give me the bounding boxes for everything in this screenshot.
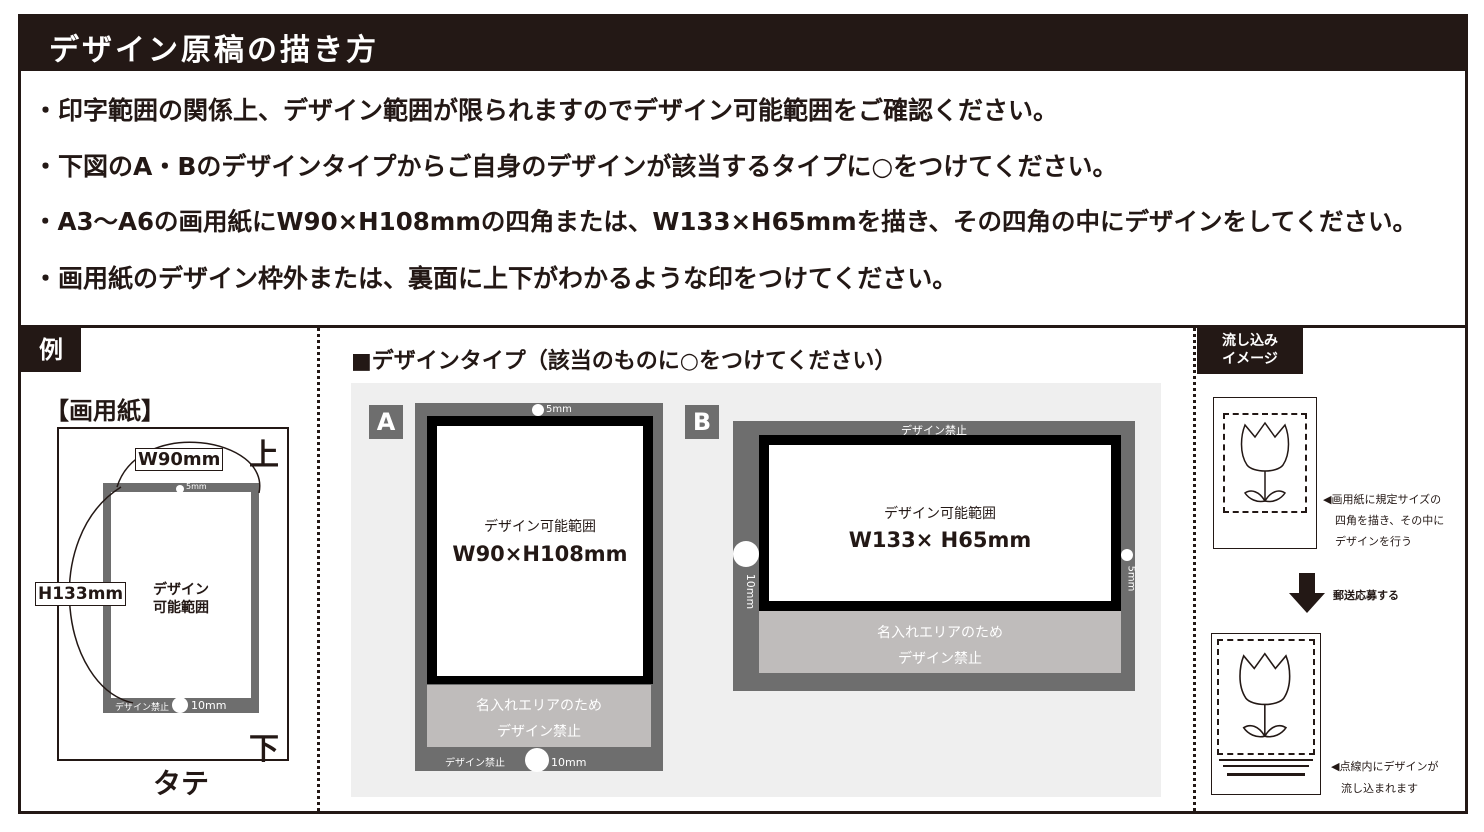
mail-label: 郵送応募する [1333, 589, 1399, 602]
type-a-top-marker [532, 404, 544, 416]
flow-tag-line1: 流し込み [1222, 333, 1278, 349]
page-title: デザイン原稿の描き方 [49, 33, 379, 68]
flow-step2-line2: 流し込まれます [1341, 782, 1418, 795]
type-b-name-line2: デザイン禁止 [898, 651, 982, 667]
flow-step1-line3: デザインを行う [1335, 535, 1412, 548]
type-a-letter: A [369, 405, 403, 439]
flow-step1-line2: 四角を描き、その中に [1335, 514, 1445, 527]
instruction-1: ・印字範囲の関係上、デザイン範囲が限られますのでデザイン可能範囲をご確認ください… [33, 96, 1059, 125]
flow-dashed-area-2 [1217, 639, 1315, 755]
bottom-margin-marker [172, 697, 188, 713]
type-b-forbidden-top: デザイン禁止 [901, 424, 967, 437]
height-label: H133mm [35, 582, 127, 606]
address-line-1 [1219, 759, 1313, 761]
type-b-right-marker [1121, 549, 1133, 561]
type-b-letter: B [685, 405, 719, 439]
title-bar: デザイン原稿の描き方 [21, 17, 1465, 71]
example-area-label-2: 可能範囲 [153, 600, 209, 616]
type-a-name-area [427, 685, 651, 747]
flow-tag-line2: イメージ [1222, 351, 1278, 367]
flow-step1-line1: ◀画用紙に規定サイズの [1323, 493, 1442, 506]
measure-arcs [68, 441, 261, 704]
down-arrow-icon [1289, 573, 1325, 613]
type-a-bottom-margin: 10mm [551, 756, 587, 769]
type-b-design-area [769, 445, 1111, 601]
type-a-size: W90×H108mm [452, 542, 628, 566]
type-a-name-line2: デザイン禁止 [497, 724, 581, 740]
address-line-3 [1227, 773, 1305, 776]
type-b-size: W133× H65mm [848, 528, 1032, 552]
type-a-name-line1: 名入れエリアのため [476, 698, 602, 714]
width-label: W90mm [135, 448, 224, 471]
paper-label: 【画用紙】 [45, 397, 165, 425]
flow-paper-2 [1211, 633, 1321, 795]
type-a-forbidden: デザイン禁止 [445, 758, 505, 769]
type-b-left-margin: 10mm [744, 573, 758, 610]
flow-dashed-area-1 [1223, 413, 1307, 513]
type-a-top-margin: 5mm [546, 404, 572, 415]
instruction-4: ・画用紙のデザイン枠外または、裏面に上下がわかるような印をつけてください。 [33, 264, 958, 293]
design-guide-frame: デザイン原稿の描き方 ・印字範囲の関係上、デザイン範囲が限られますのでデザイン可… [18, 14, 1468, 814]
tulip-icon [1240, 421, 1290, 503]
flow-step2-line1: ◀点線内にデザインが [1331, 760, 1439, 773]
bottom-margin-label: 10mm [191, 699, 227, 712]
type-a-area-label: デザイン可能範囲 [484, 519, 596, 535]
instruction-3: ・A3〜A6の画用紙にW90×H108mmの四角または、W133×H65mmを描… [33, 207, 1418, 236]
flow-tag: 流し込み イメージ [1197, 328, 1303, 374]
flow-paper-1 [1213, 397, 1317, 549]
example-forbidden-label: デザイン禁止 [115, 703, 170, 713]
column-divider-left [317, 328, 320, 811]
example-tag: 例 [21, 328, 81, 372]
type-b-left-marker [733, 541, 759, 567]
column-divider-right [1193, 328, 1196, 811]
tulip-icon-2 [1239, 652, 1291, 738]
instruction-2: ・下図のA・Bのデザインタイプからご自身のデザインが該当するタイプに○をつけてく… [33, 152, 1118, 181]
top-mark: 上 [249, 438, 279, 473]
address-line-2 [1223, 765, 1309, 767]
type-a-design-area [437, 426, 643, 676]
paper-design-area [111, 492, 251, 698]
section-divider [21, 325, 1465, 328]
bottom-mark: 下 [249, 732, 279, 767]
type-b-name-line1: 名入れエリアのため [877, 625, 1003, 641]
type-a-bottom-marker [525, 748, 549, 772]
type-b-area-label: デザイン可能範囲 [884, 506, 996, 522]
example-area-label-1: デザイン [153, 582, 209, 598]
top-margin-marker [176, 485, 184, 493]
types-heading: ■デザインタイプ（該当のものに○をつけてください） [351, 349, 897, 374]
top-margin-label: 5mm [186, 482, 207, 491]
type-b-right-margin: 5mm [1125, 565, 1137, 592]
type-b-name-area [759, 611, 1121, 673]
orientation-label: タテ [153, 767, 210, 800]
